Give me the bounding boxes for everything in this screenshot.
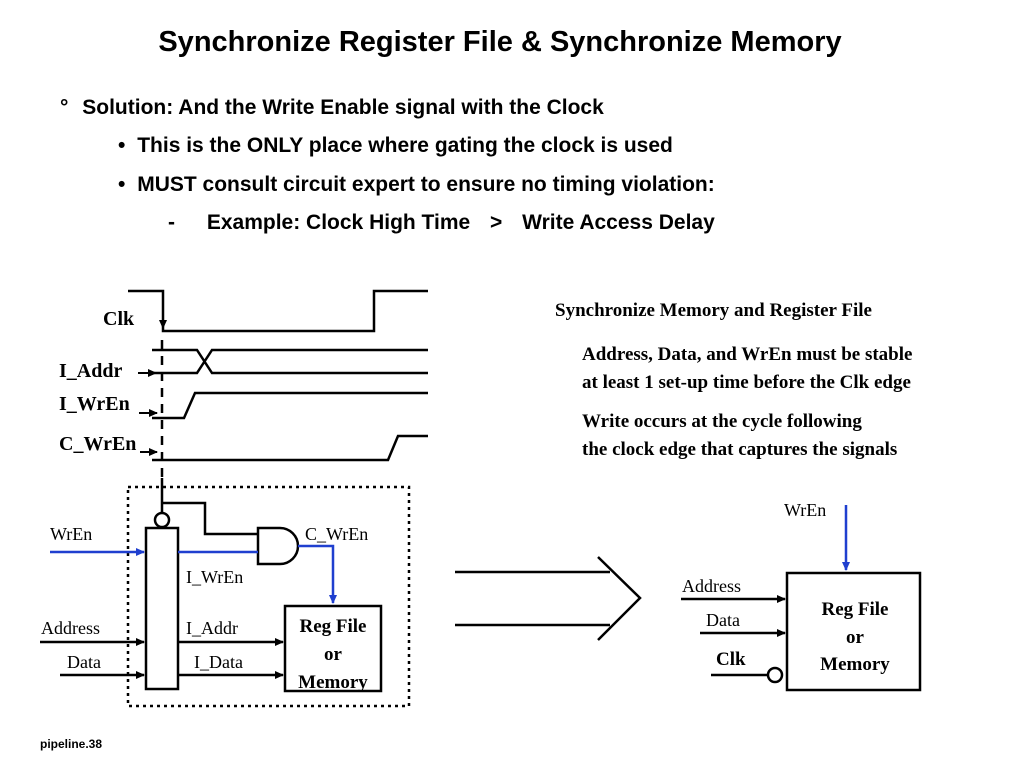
reg-file-label-line1: Reg File (299, 616, 366, 637)
iaddr-label: I_Addr (59, 360, 122, 382)
block-clk-label: Clk (716, 649, 746, 670)
cwren-waveform (152, 434, 428, 462)
notes-heading: Synchronize Memory and Register File (555, 300, 872, 321)
bullet-marker: ° (60, 96, 69, 119)
block-address-label: Address (682, 576, 741, 596)
block-wren-label: WrEn (784, 500, 826, 520)
clock-inversion-bubble (153, 511, 171, 529)
address-label: Address (41, 618, 100, 638)
iaddr-waveform (152, 348, 428, 375)
input-register (144, 526, 180, 691)
notes-para2-line1: Write occurs at the cycle following (582, 411, 862, 432)
reg-file-box (283, 604, 383, 693)
i-addr-label: I_Addr (186, 618, 238, 638)
cwren-label: C_WrEn (59, 433, 136, 455)
bullet-text: MUST consult circuit expert to ensure no… (137, 173, 715, 196)
block-label-line1: Reg File (821, 599, 888, 620)
bullet-marker: - (168, 211, 175, 234)
slide-footer: pipeline.38 (40, 737, 103, 751)
cwren-wire (298, 544, 337, 604)
block-data-label: Data (706, 610, 740, 630)
and-gate (256, 526, 300, 566)
reg-file-label-line2: or (324, 644, 343, 665)
bullet-text: Solution: And the Write Enable signal wi… (82, 96, 604, 119)
i-wren-label: I_WrEn (186, 567, 243, 587)
bullet-level3: - Example: Clock High Time > Write Acces… (168, 211, 715, 235)
bullet-text: > (490, 211, 503, 234)
bullet-level1: ° Solution: And the Write Enable signal … (60, 96, 604, 120)
data-label: Data (67, 652, 101, 672)
notes-para1-line1: Address, Data, and WrEn must be stable (582, 344, 912, 365)
bullet-text: Example: Clock High Time (206, 211, 471, 234)
clk-waveform (128, 289, 428, 333)
circuit-dotted-boundary (126, 485, 411, 708)
notes-para2-line2: the clock edge that captures the signals (582, 439, 897, 460)
iwren-waveform (152, 391, 428, 420)
bullet-marker: • (118, 134, 126, 157)
block-box (785, 571, 922, 692)
abstract-reg-file-block: WrEn Address Data Clk Reg File or Memory (681, 500, 922, 692)
bullet-level2: • This is the ONLY place where gating th… (118, 134, 673, 158)
wren-label: WrEn (50, 524, 92, 544)
implication-arrow (455, 556, 642, 641)
c-wren-label: C_WrEn (305, 524, 368, 544)
gated-clock-circuit: WrEn Address Data C_WrEn I_WrEn I_Addr I… (40, 478, 411, 708)
notes-para1-line2: at least 1 set-up time before the Clk ed… (582, 372, 911, 393)
bullet-text: This is the ONLY place where gating the … (137, 134, 673, 157)
slide-title: Synchronize Register File & Synchronize … (158, 26, 842, 58)
bullet-level2: • MUST consult circuit expert to ensure … (118, 173, 715, 197)
block-clock-bubble (766, 666, 784, 684)
block-label-line2: or (846, 627, 865, 648)
clk-label: Clk (103, 308, 135, 330)
i-data-label: I_Data (194, 652, 243, 672)
timing-diagram (128, 289, 428, 478)
clk-wire (160, 478, 258, 536)
iwren-label: I_WrEn (59, 393, 130, 415)
bullet-marker: • (118, 173, 126, 196)
reg-file-label-line3: Memory (298, 672, 368, 693)
bullet-text: Write Access Delay (522, 211, 715, 234)
block-label-line3: Memory (820, 654, 890, 675)
